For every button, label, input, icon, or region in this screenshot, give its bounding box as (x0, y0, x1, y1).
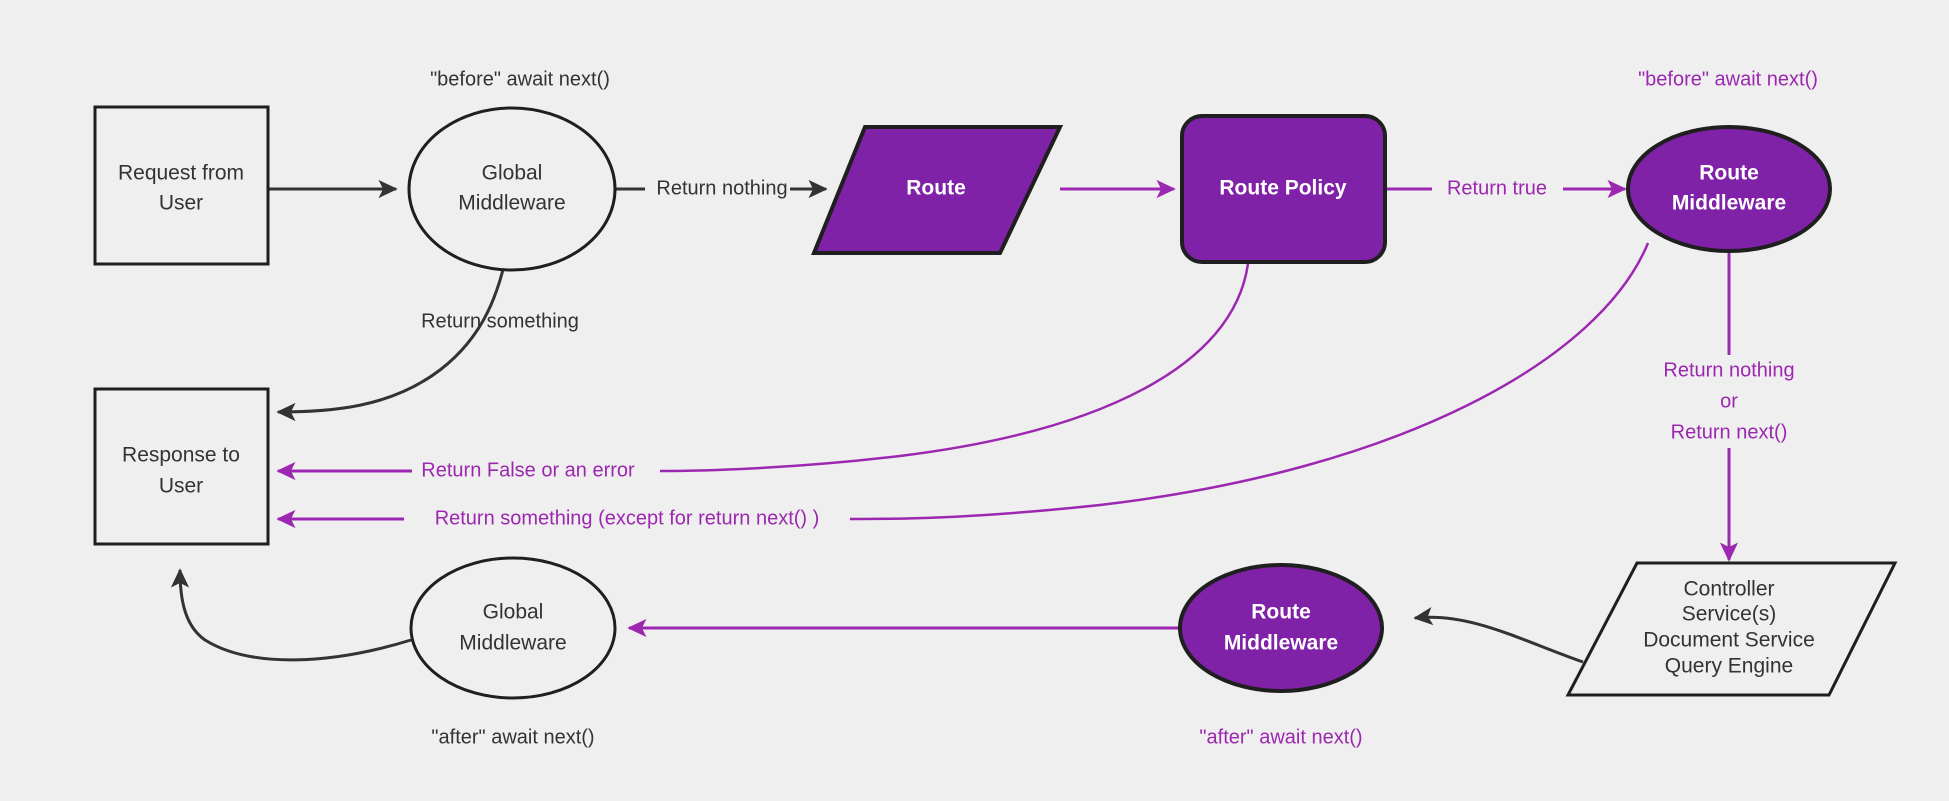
node-global-middleware-bottom-line1: Global (483, 601, 544, 624)
node-request-from-user[interactable]: Request from User (93, 105, 270, 266)
node-route-middleware-top[interactable]: Route Middleware (1626, 125, 1832, 253)
edge-global-middleware-bottom-to-response (170, 568, 412, 662)
node-response-label-line1: Response to (122, 444, 240, 467)
node-global-middleware-top-line1: Global (482, 162, 543, 185)
node-global-middleware-top-line2: Middleware (458, 192, 565, 215)
label-return-nothing-or-line3: Return next() (1671, 421, 1788, 443)
label-return-true: Return true (1447, 177, 1547, 199)
node-route-policy[interactable]: Route Policy (1180, 114, 1387, 264)
label-before-await-next-top-left: "before" await next() (430, 68, 610, 90)
label-return-nothing-or-line1: Return nothing (1663, 359, 1794, 381)
label-return-nothing: Return nothing (656, 177, 787, 199)
node-controller-line2: Service(s) (1682, 603, 1777, 626)
node-controller-line1: Controller (1683, 578, 1774, 601)
label-return-something: Return something (421, 310, 579, 332)
node-route-middleware-top-line1: Route (1699, 162, 1759, 185)
node-global-middleware-bottom-line2: Middleware (459, 632, 566, 655)
label-return-something-except: Return something (except for return next… (435, 507, 820, 529)
node-controller-services[interactable]: Controller Service(s) Document Service Q… (1565, 561, 1898, 697)
node-response-to-user[interactable]: Response to User (93, 387, 270, 546)
label-before-await-next-top-right: "before" await next() (1638, 68, 1818, 90)
node-route-middleware-bottom[interactable]: Route Middleware (1178, 563, 1384, 693)
node-response-label-line2: User (159, 475, 203, 498)
node-route-label: Route (906, 177, 966, 200)
label-return-false-or-error: Return False or an error (421, 459, 635, 481)
node-route[interactable]: Route (811, 125, 1064, 255)
node-controller-line4: Query Engine (1665, 655, 1793, 678)
label-return-nothing-or-line2: or (1720, 390, 1738, 412)
node-controller-line3: Document Service (1643, 629, 1815, 652)
node-global-middleware-top[interactable]: Global Middleware (407, 106, 617, 272)
label-after-await-next-bottom-left: "after" await next() (431, 726, 594, 748)
node-route-middleware-bottom-line1: Route (1251, 601, 1311, 624)
edge-route-middleware-to-response-curve (849, 242, 1650, 521)
node-request-label-line2: User (159, 192, 203, 215)
edge-global-middleware-to-response (276, 242, 512, 422)
node-route-middleware-top-line2: Middleware (1672, 192, 1786, 215)
node-route-policy-label: Route Policy (1219, 177, 1347, 200)
label-after-await-next-bottom-right: "after" await next() (1199, 726, 1362, 748)
node-global-middleware-bottom[interactable]: Global Middleware (409, 556, 617, 700)
edge-controller-to-route-middleware-bottom (1413, 607, 1584, 664)
node-route-middleware-bottom-line2: Middleware (1224, 632, 1338, 655)
node-request-label-line1: Request from (118, 162, 244, 185)
edge-route-policy-to-response-curve (659, 252, 1251, 473)
